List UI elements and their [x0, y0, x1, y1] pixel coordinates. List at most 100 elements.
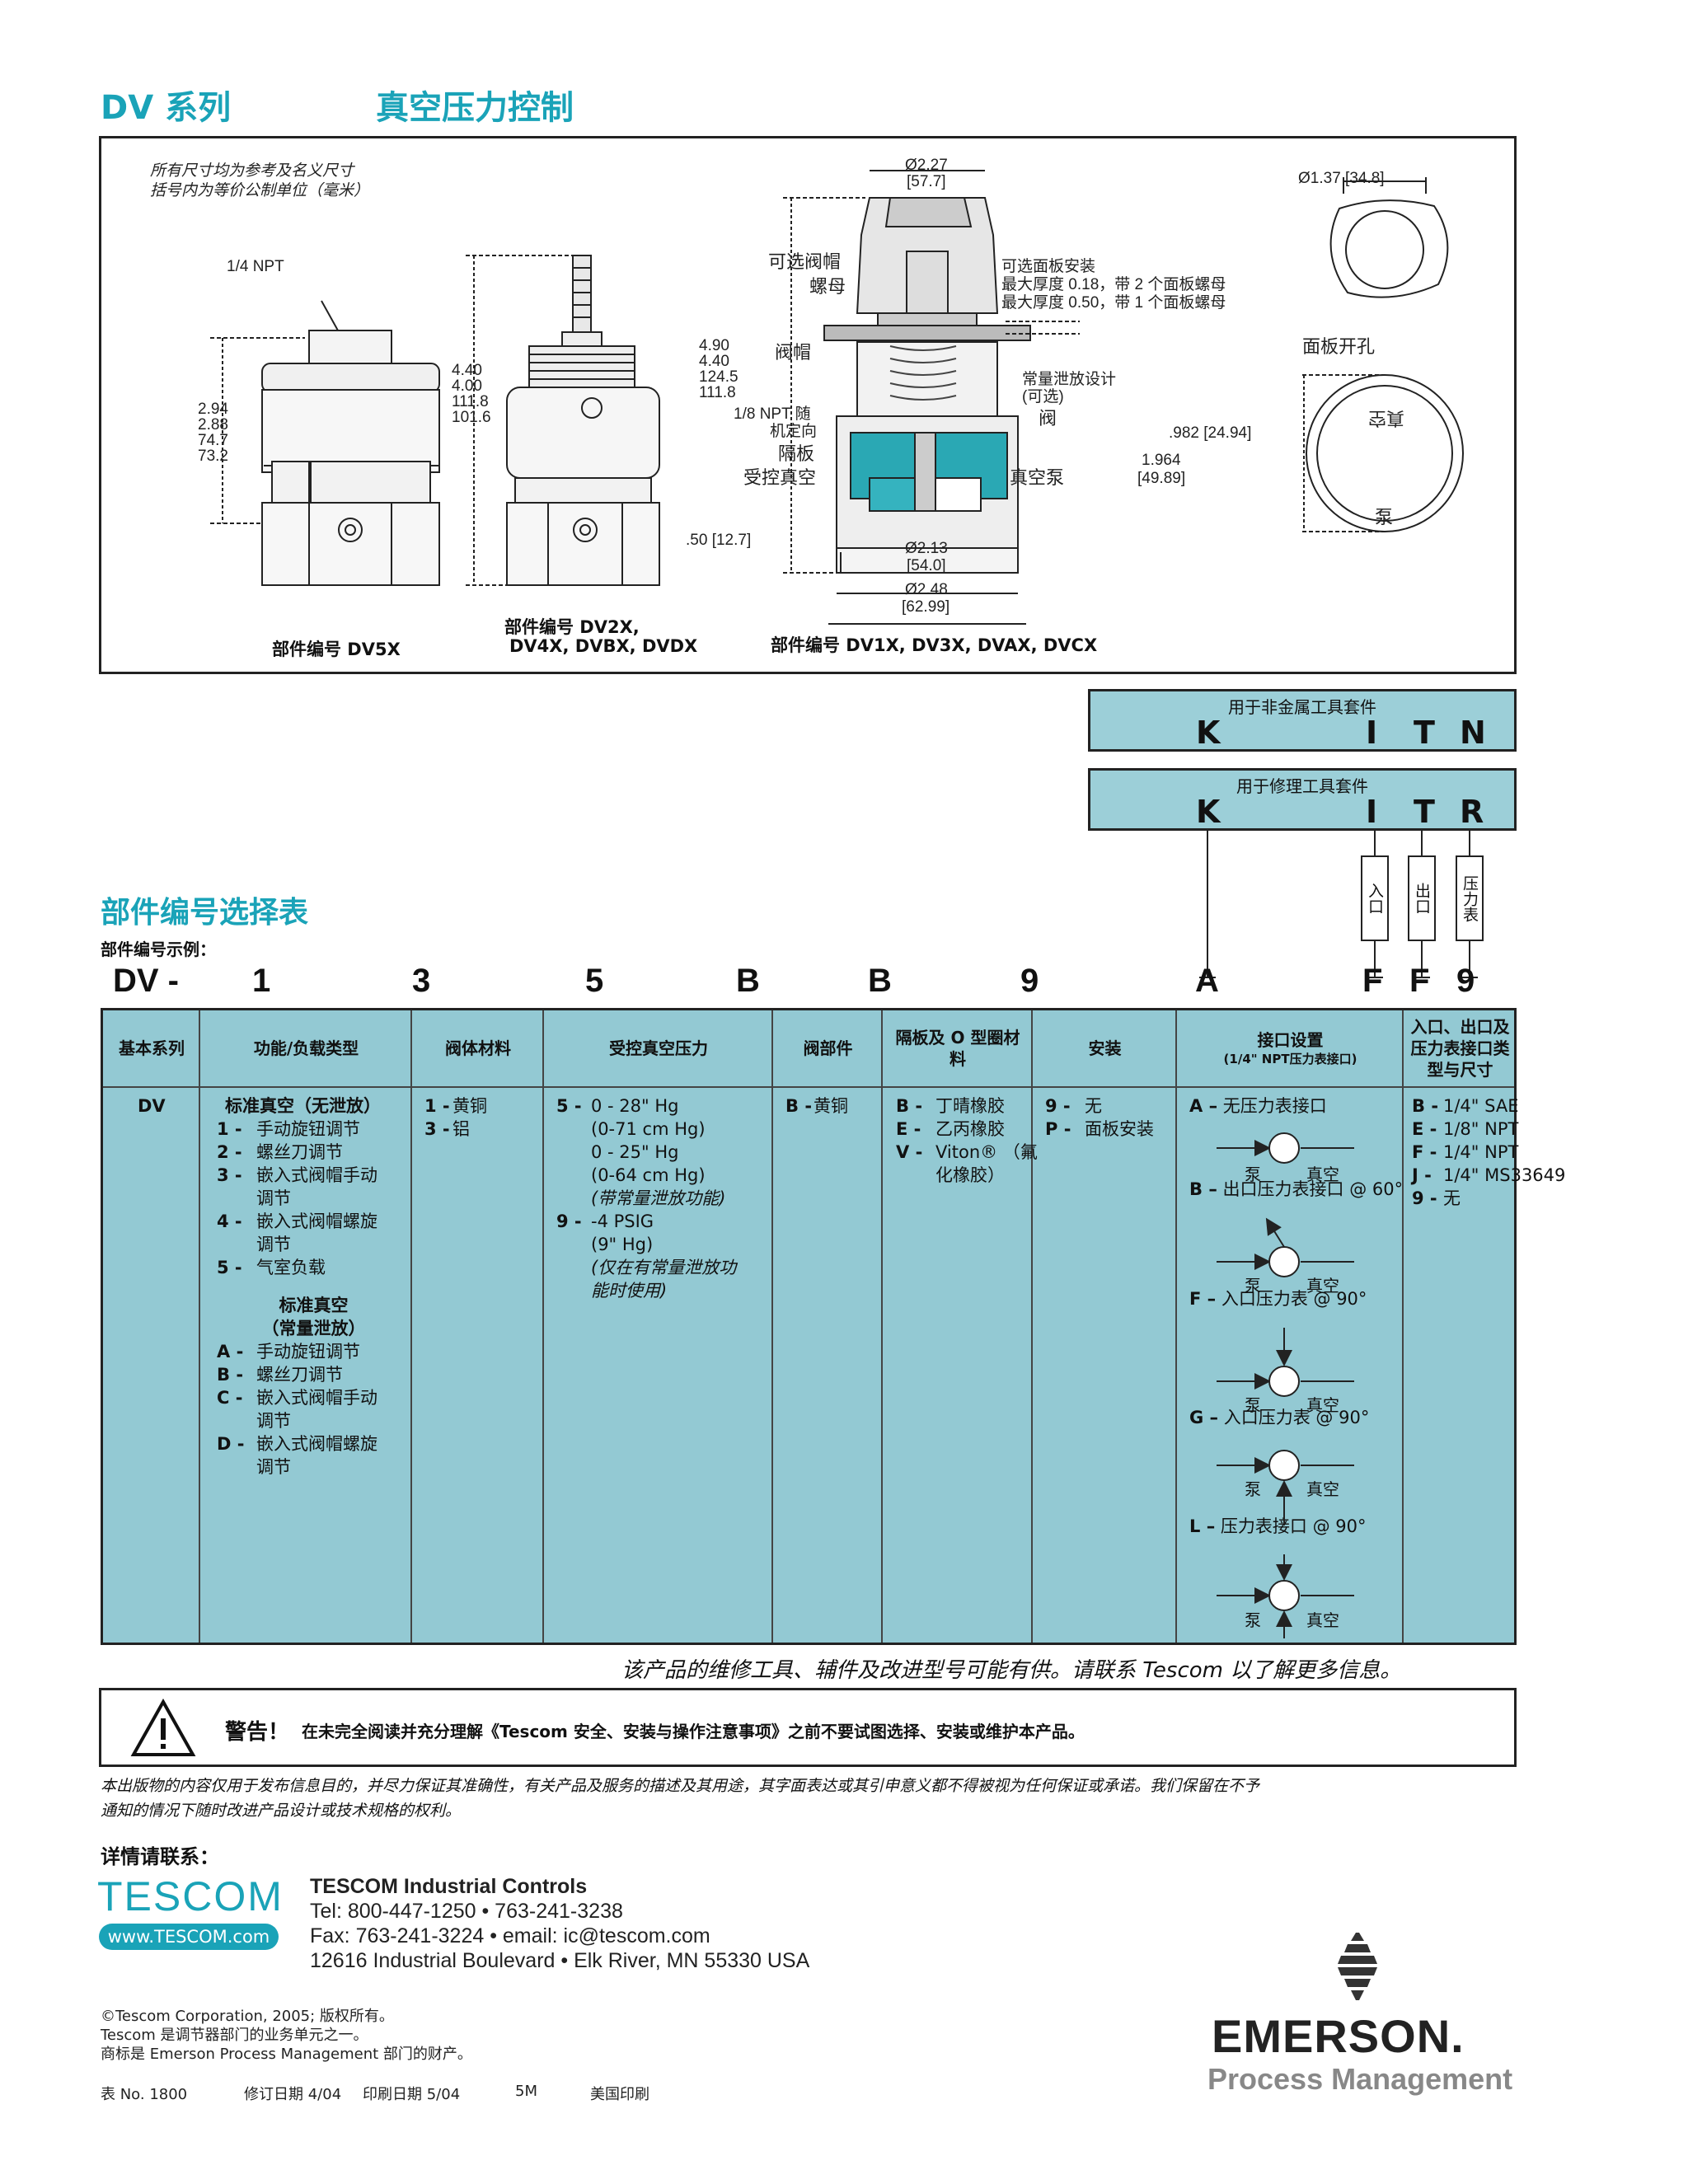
list-item-text: 1/8" NPT	[1443, 1119, 1519, 1139]
kit-letter: I	[1366, 715, 1378, 751]
list-item: B -丁晴橡胶	[896, 1094, 1038, 1118]
port-f-vacuum: 真空	[1306, 1395, 1339, 1415]
port-b-vacuum: 真空	[1306, 1276, 1339, 1296]
example-code-7: A	[1195, 963, 1219, 999]
inlet-box: 入口	[1361, 855, 1389, 941]
panel-cutout-drawing	[1302, 177, 1464, 532]
col-trim	[773, 1010, 883, 1643]
gauge-box: 压力表	[1456, 855, 1484, 941]
list-item-code: E -	[1412, 1119, 1437, 1139]
made-in-usa: 美国印刷	[590, 2086, 649, 2103]
example-code-0: DV -	[113, 963, 179, 999]
tescom-url-link[interactable]: www.TESCOM.com	[99, 1924, 279, 1950]
list-item-code: A -	[217, 1342, 244, 1361]
top-diameter: Ø2.27	[905, 157, 948, 174]
cap-nut-label-2: 螺母	[809, 276, 846, 297]
kit-letter: T	[1414, 794, 1435, 830]
list-item: B -黄铜	[785, 1094, 848, 1118]
list-item-code: 4 -	[217, 1212, 242, 1231]
list-item: 4 - 嵌入式阀帽螺旋	[217, 1210, 410, 1233]
port-f-pump: 泵	[1245, 1395, 1261, 1415]
warning-box: 警告！ 在未完全阅读并充分理解《Tescom 安全、安装与操作注意事项》之前不要…	[99, 1688, 1517, 1767]
list-item: 1 -手动旋钮调节	[217, 1118, 410, 1141]
example-code-9: F	[1409, 963, 1430, 999]
list-item: 3 -嵌入式阀帽手动	[217, 1164, 410, 1187]
list-item-code: B -	[896, 1096, 923, 1116]
list-item-code: 9 -	[1412, 1188, 1437, 1208]
valve-label: 阀	[1039, 408, 1057, 429]
drawings-svg	[210, 170, 1464, 625]
dim-1964-mm: [49.89]	[1137, 470, 1186, 487]
series-title: DV 系列	[101, 89, 232, 127]
list-item-text: 调节	[256, 1188, 291, 1208]
vacuum-pump-label: 真空泵	[1010, 467, 1065, 488]
list-item-code: F -	[1412, 1142, 1437, 1162]
bleed-design-label: 常量泄放设计	[1022, 371, 1117, 388]
base-height-label: .50 [12.7]	[686, 532, 752, 549]
list-item-text: 嵌入式阀帽螺旋	[256, 1434, 377, 1454]
dv5x-drawing	[210, 300, 440, 586]
list-item: 9 -无	[1045, 1094, 1154, 1118]
function-heading-2b: （常量泄放）	[261, 1319, 366, 1338]
list-item-code: E -	[896, 1119, 921, 1139]
list-item-text: 嵌入式阀帽螺旋	[256, 1212, 377, 1231]
page-title: 真空压力控制	[376, 89, 574, 127]
list-item-text: 面板安装	[1085, 1119, 1154, 1139]
diaphragm-label: 隔板	[778, 443, 815, 464]
port-g: G – 入口压力表 @ 90°	[1189, 1408, 1370, 1427]
list-item-code: V -	[896, 1142, 923, 1162]
list-item-text: 1/4" SAE	[1443, 1096, 1519, 1116]
list-item-text: 铝	[452, 1119, 470, 1139]
col-ports	[1177, 1010, 1404, 1643]
list-item-text: 黄铜	[814, 1096, 848, 1116]
list-item-code: 1 -	[217, 1119, 242, 1139]
col-seal	[883, 1010, 1033, 1643]
list-item-text: 螺丝刀调节	[256, 1142, 343, 1162]
warning-label: 警告！	[225, 1720, 290, 1745]
function-heading-2: 标准真空	[279, 1296, 349, 1315]
port-b: B – 出口压力表接口 @ 60°	[1189, 1179, 1404, 1199]
emerson-logo: EMERSON.	[1212, 2010, 1465, 2062]
header-mount: 安装	[1088, 1038, 1122, 1058]
col-function	[200, 1010, 412, 1643]
list-item-text: 黄铜	[452, 1096, 487, 1116]
port-f: F – 入口压力表 @ 90°	[1189, 1289, 1367, 1309]
header-series: 基本系列	[119, 1038, 185, 1058]
port-g-vacuum: 真空	[1306, 1479, 1339, 1499]
list-item: E -乙丙橡胶	[896, 1118, 1038, 1141]
emerson-logo-icon	[1338, 1933, 1377, 2000]
dim-1964-label: 1.964	[1142, 452, 1181, 469]
telephone: Tel: 800-447-1250 • 763-241-3238	[310, 1900, 623, 1923]
example-code-3: 5	[585, 963, 604, 999]
list-item-code: 3 -	[217, 1165, 242, 1185]
dv1x-section-drawing	[783, 170, 1080, 625]
print-quantity: 5M	[515, 2083, 537, 2100]
example-code-8: F	[1362, 963, 1383, 999]
npt-18-label: 1/8 NPT 随	[734, 405, 811, 423]
col-pressure	[544, 1010, 773, 1643]
bonnet-label: 阀帽	[775, 342, 812, 363]
dv2x-drawing	[466, 255, 660, 586]
trim-list: B -黄铜	[785, 1094, 848, 1118]
repair-kit-box: 用于修理工具套件 K I T R	[1088, 768, 1517, 831]
header-function: 功能/负载类型	[253, 1038, 359, 1058]
list-item-code: B -	[217, 1365, 244, 1385]
port-a-pump: 泵	[1245, 1165, 1261, 1184]
dia-248-mm: [62.99]	[902, 598, 950, 616]
list-item: C -嵌入式阀帽手动	[217, 1386, 410, 1409]
series-value: DV	[138, 1096, 166, 1116]
list-item-text: 化橡胶）	[935, 1165, 1005, 1185]
list-item-text: 螺丝刀调节	[256, 1365, 343, 1385]
list-item-text: 无	[1443, 1188, 1461, 1208]
list-item-text: 手动旋钮调节	[256, 1342, 360, 1361]
panel-thickness-2: 最大厚度 0.50，带 1 个面板螺母	[1001, 294, 1226, 312]
bleed-optional-label: (可选)	[1022, 388, 1064, 405]
list-item-text: 嵌入式阀帽手动	[256, 1388, 377, 1408]
header-connections: 入口、出口及压力表接口类型与尺寸	[1410, 1017, 1510, 1080]
list-item: 1 -黄铜	[424, 1094, 487, 1118]
